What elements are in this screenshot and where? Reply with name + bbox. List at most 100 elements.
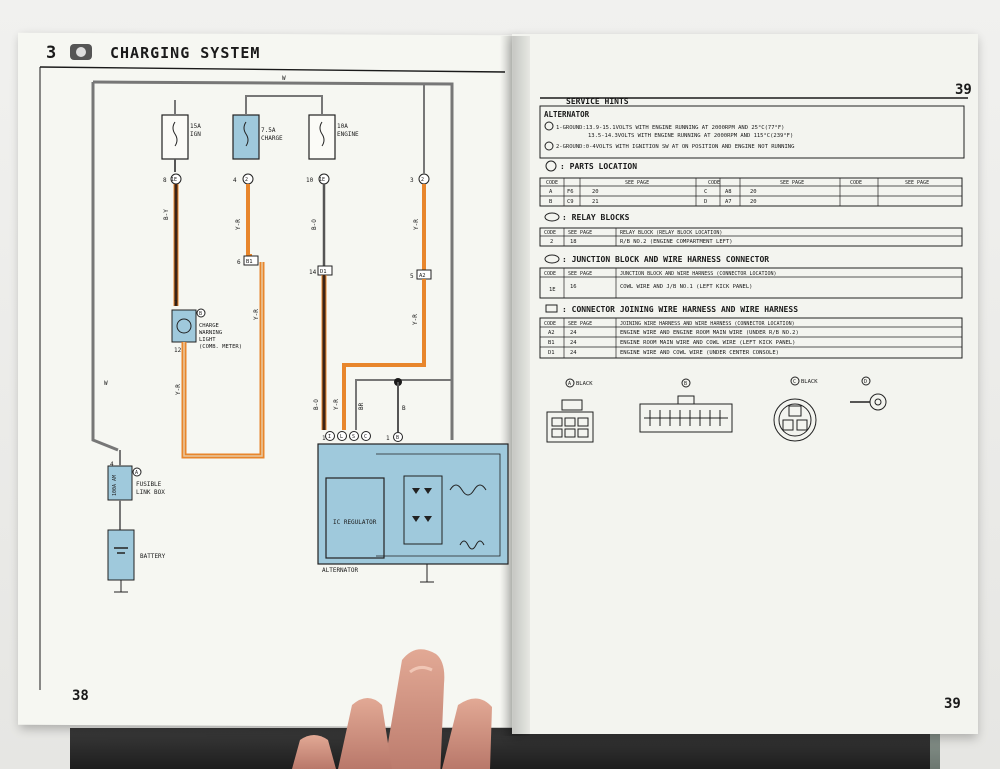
svg-text:JOINING WIRE HARNESS AND WIRE: JOINING WIRE HARNESS AND WIRE HARNESS (C…	[620, 321, 795, 327]
svg-text:: CONNECTOR JOINING WIRE HARNE: : CONNECTOR JOINING WIRE HARNESS AND WIR…	[562, 305, 798, 314]
svg-text:Y-R: Y-R	[235, 219, 242, 230]
svg-text:SERVICE HINTS: SERVICE HINTS	[566, 97, 629, 106]
svg-text:B-Y: B-Y	[163, 209, 170, 220]
svg-text:100A AM: 100A AM	[112, 475, 118, 496]
svg-text:LIGHT: LIGHT	[199, 337, 216, 343]
svg-text:20: 20	[750, 199, 757, 205]
svg-text:18: 18	[570, 239, 577, 245]
svg-text:Y-R: Y-R	[333, 399, 340, 410]
fuse-10a-engine: 10A ENGINE	[308, 114, 359, 160]
svg-text:SEE PAGE: SEE PAGE	[568, 271, 592, 277]
svg-text:Y-R: Y-R	[175, 384, 182, 395]
right-page-number: 39	[944, 696, 961, 712]
svg-text:SEE PAGE: SEE PAGE	[625, 180, 649, 186]
svg-text:(COMB. METER): (COMB. METER)	[199, 344, 242, 350]
svg-text:ENGINE: ENGINE	[337, 131, 359, 138]
svg-text:WARNING: WARNING	[199, 330, 222, 336]
connector-d-drawing: D	[850, 376, 887, 411]
svg-text:20: 20	[750, 189, 757, 195]
svg-text:C: C	[364, 434, 367, 440]
right-page-number-top: 39	[955, 82, 972, 98]
svg-text:SEE PAGE: SEE PAGE	[568, 230, 592, 236]
svg-text:FUSIBLE: FUSIBLE	[136, 481, 162, 488]
svg-text:5: 5	[410, 273, 414, 280]
svg-text:CODE: CODE	[544, 271, 556, 277]
svg-text:1: 1	[322, 435, 326, 442]
svg-text:SEE PAGE: SEE PAGE	[568, 321, 592, 327]
svg-text:ENGINE WIRE AND ENGINE ROOM MA: ENGINE WIRE AND ENGINE ROOM MAIN WIRE (U…	[620, 330, 799, 336]
svg-text:W: W	[282, 75, 286, 82]
svg-text:D1: D1	[548, 350, 555, 356]
svg-text:: PARTS LOCATION: : PARTS LOCATION	[560, 162, 637, 171]
svg-text:SEE PAGE: SEE PAGE	[905, 180, 929, 186]
svg-text:16: 16	[570, 284, 577, 290]
svg-text:D: D	[864, 379, 867, 385]
svg-text:COWL WIRE AND J/B NO.1 (LEFT K: COWL WIRE AND J/B NO.1 (LEFT KICK PANEL)	[620, 284, 752, 290]
svg-text:BR: BR	[358, 402, 365, 410]
svg-text:BLACK: BLACK	[801, 379, 818, 385]
svg-text:ENGINE ROOM MAIN WIRE AND COWL: ENGINE ROOM MAIN WIRE AND COWL WIRE (LEF…	[620, 340, 796, 346]
battery: BATTERY	[107, 529, 166, 593]
right-page	[512, 34, 978, 734]
svg-text:B-O: B-O	[311, 219, 318, 230]
svg-text:ENGINE WIRE AND COWL WIRE (UND: ENGINE WIRE AND COWL WIRE (UNDER CENTER …	[620, 350, 779, 356]
svg-text:B: B	[402, 405, 406, 412]
svg-text:15A: 15A	[190, 123, 201, 130]
svg-text:IGN: IGN	[190, 131, 201, 138]
svg-text:IC REGULATOR: IC REGULATOR	[333, 519, 377, 526]
svg-text:CODE: CODE	[546, 180, 558, 186]
svg-text:7.5A: 7.5A	[261, 127, 276, 134]
svg-text:A: A	[135, 470, 138, 476]
svg-text:D: D	[704, 199, 707, 205]
svg-text:LINK BOX: LINK BOX	[136, 489, 165, 496]
parts-location-table: : PARTS LOCATION CODE SEE PAGE CODE SEE …	[539, 160, 963, 207]
section-number: 3	[46, 43, 56, 63]
page-gutter	[500, 36, 530, 736]
svg-text:BLACK: BLACK	[576, 381, 593, 387]
svg-text:CHARGE: CHARGE	[261, 135, 283, 142]
svg-text:21: 21	[592, 199, 599, 205]
svg-text:C: C	[704, 189, 707, 195]
svg-text:B: B	[199, 311, 202, 317]
svg-text:A: A	[549, 189, 553, 195]
svg-text:C9: C9	[567, 199, 574, 205]
svg-text:CODE: CODE	[544, 230, 556, 236]
svg-text:CODE: CODE	[850, 180, 862, 186]
svg-text:CHARGE: CHARGE	[199, 323, 219, 329]
connector-a-drawing: A BLACK	[546, 378, 594, 443]
charge-warning-light: 7 B CHARGE WARNING LIGHT (COMB. METER) 1…	[171, 300, 242, 354]
svg-text:B: B	[396, 435, 399, 441]
svg-text:A8: A8	[725, 189, 732, 195]
binder-edge	[70, 728, 930, 769]
svg-text:CODE: CODE	[544, 321, 556, 327]
svg-text:: RELAY BLOCKS: : RELAY BLOCKS	[562, 213, 630, 222]
connector-joining-table: : CONNECTOR JOINING WIRE HARNESS AND WIR…	[539, 304, 963, 359]
service-hints: SERVICE HINTS ALTERNATOR 1-GROUND:13.9-1…	[539, 97, 965, 159]
svg-text:ALTERNATOR: ALTERNATOR	[544, 110, 590, 119]
svg-text:2-GROUND:0-4VOLTS WITH IGNITIO: 2-GROUND:0-4VOLTS WITH IGNITION SW AT ON…	[556, 144, 794, 150]
fuse-7-5a-charge: 7.5A CHARGE	[232, 114, 283, 160]
svg-text:A: A	[568, 381, 571, 387]
svg-text:10A: 10A	[337, 123, 348, 130]
svg-text:R/B NO.2 (ENGINE COMPARTMENT L: R/B NO.2 (ENGINE COMPARTMENT LEFT)	[620, 239, 733, 245]
svg-text:13.5-14.3VOLTS WITH ENGINE RUN: 13.5-14.3VOLTS WITH ENGINE RUNNING AT 20…	[588, 133, 793, 139]
svg-text:1E: 1E	[549, 287, 556, 293]
svg-text:D1: D1	[320, 269, 327, 275]
left-page-number: 38	[72, 688, 89, 704]
svg-text:B-O: B-O	[313, 399, 320, 410]
connector-b-drawing: B	[639, 378, 733, 433]
svg-text:: JUNCTION BLOCK AND WIRE HARN: : JUNCTION BLOCK AND WIRE HARNESS CONNEC…	[562, 255, 769, 264]
svg-text:I: I	[328, 434, 331, 440]
alternator-block: 1 I L S C 1 B IC REGULATOR ALTERNATOR	[317, 431, 509, 583]
svg-text:SEE PAGE: SEE PAGE	[780, 180, 804, 186]
svg-text:S: S	[352, 434, 355, 440]
junction-block-table: : JUNCTION BLOCK AND WIRE HARNESS CONNEC…	[539, 254, 963, 299]
svg-text:2: 2	[421, 177, 424, 183]
svg-text:ALTERNATOR: ALTERNATOR	[322, 567, 359, 574]
page-title: CHARGING SYSTEM	[110, 44, 260, 62]
svg-text:JUNCTION BLOCK AND WIRE HARNES: JUNCTION BLOCK AND WIRE HARNESS (CONNECT…	[620, 271, 777, 277]
svg-text:12: 12	[174, 347, 182, 354]
svg-text:24: 24	[570, 330, 577, 336]
svg-text:A2: A2	[548, 330, 555, 336]
